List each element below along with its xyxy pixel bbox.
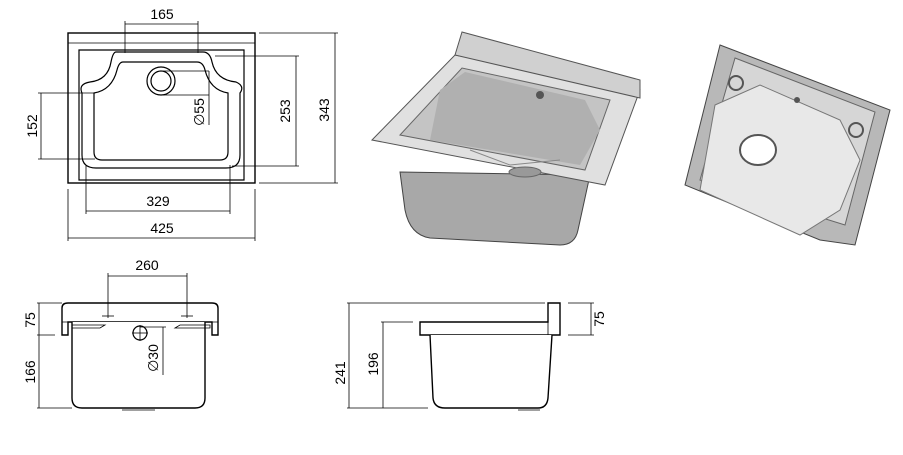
basin-bowl-outer xyxy=(80,51,243,169)
top-view: 165 343 253 152 ∅55 329 425 xyxy=(24,6,338,241)
front-rim xyxy=(61,302,219,336)
side-bowl xyxy=(429,334,553,409)
dim-196: 196 xyxy=(365,352,381,376)
top-view-outline xyxy=(67,32,256,184)
side-view: 241 196 75 xyxy=(332,302,607,411)
dim-75-front: 75 xyxy=(22,312,38,328)
dim-329: 329 xyxy=(146,193,170,209)
side-rim xyxy=(419,302,561,336)
render-underside-view xyxy=(684,44,891,246)
basin-bowl-inner xyxy=(93,61,229,161)
dim-166: 166 xyxy=(22,360,38,384)
dim-241: 241 xyxy=(332,361,348,385)
dim-diameter-30: ∅30 xyxy=(145,344,161,372)
front-view: 260 75 166 ∅30 xyxy=(22,257,219,411)
dim-343: 343 xyxy=(316,98,332,122)
dim-152: 152 xyxy=(24,114,40,138)
basin-rim xyxy=(78,49,245,181)
dim-75-side: 75 xyxy=(591,311,607,327)
front-bowl xyxy=(71,322,206,409)
dim-253: 253 xyxy=(277,99,293,123)
dim-165: 165 xyxy=(150,6,174,22)
dim-425: 425 xyxy=(150,220,174,236)
render-iso-view xyxy=(370,31,641,246)
dim-260: 260 xyxy=(135,257,159,273)
dim-diameter-55: ∅55 xyxy=(191,98,207,126)
